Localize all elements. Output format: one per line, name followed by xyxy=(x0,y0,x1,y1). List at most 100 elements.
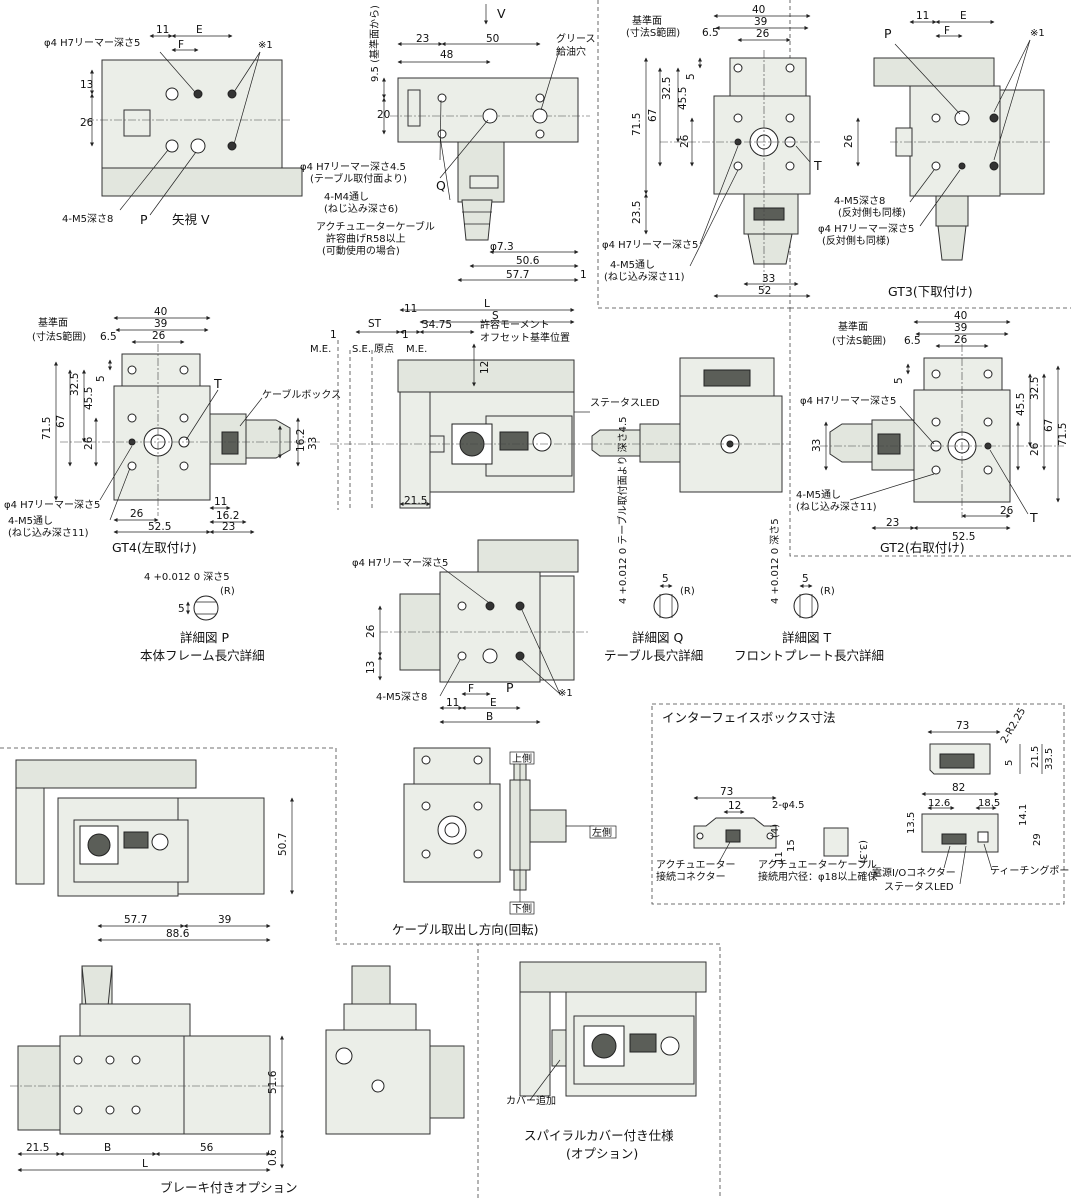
ib-conn2: 接続コネクター xyxy=(656,870,726,883)
gt2-d32_5: 32.5 xyxy=(1029,377,1041,400)
gt3-m5: 4-M5通し xyxy=(610,259,655,271)
gt2-d6_5: 6.5 xyxy=(904,335,921,347)
sp-cover: カバー追加 xyxy=(506,1094,556,1107)
gt3-d39: 39 xyxy=(754,16,767,28)
detail-t-sub: フロントプレート長穴詳細 xyxy=(734,648,884,663)
side-view-right: 11 E F P ※1 26 4-M5深さ8 (反対側も同様) φ4 H7リーマ… xyxy=(818,10,1050,261)
top-d7_3: φ7.3 xyxy=(490,241,514,253)
front-s: S xyxy=(492,310,499,322)
detail-t-tol: 4 +0.012 0 深さ5 xyxy=(769,518,781,604)
top-grease: グリース xyxy=(556,32,596,45)
gt3-d32_5: 32.5 xyxy=(661,77,673,100)
br-b: B xyxy=(104,1142,111,1154)
br-d39: 39 xyxy=(218,914,231,926)
gt3-d45_5: 45.5 xyxy=(677,87,689,110)
ib-d11: 11 xyxy=(774,851,785,864)
gt2-d52_5: 52.5 xyxy=(952,531,975,543)
gt2-ref1: 基準面 xyxy=(838,320,868,333)
bottom-d26: 26 xyxy=(365,624,377,638)
ib-hole1: アクチュエーターケーブル xyxy=(758,858,877,871)
gt3-ref2: (寸法S範囲) xyxy=(626,26,680,39)
cd-left: 左側 xyxy=(592,826,612,839)
gt2-d40: 40 xyxy=(954,310,967,322)
gt2-d39: 39 xyxy=(954,322,967,334)
detail-p: 4 +0.012 0 深さ5 5 (R) 詳細図 P 本体フレーム長穴詳細 xyxy=(140,571,265,663)
gt2-d26c: 26 xyxy=(1000,505,1014,517)
top-d50_6: 50.6 xyxy=(516,255,540,267)
top-view: V 23 50 48 20 9.5 (基準面から) グリース 給油穴 φ4 H7… xyxy=(300,4,596,283)
cd-down: 下側 xyxy=(512,902,532,915)
v-reamer-callout: φ4 H7リーマー深さ5 xyxy=(44,37,140,49)
gt2-d33: 33 xyxy=(811,439,823,452)
ib-d13_5: 13.5 xyxy=(906,812,917,834)
gt2-ref2: (寸法S範囲) xyxy=(832,334,886,347)
detail-q-tol: 4 +0.012 0 テーブル取付面より 深さ4.5 xyxy=(616,416,629,604)
bottom-note1: ※1 xyxy=(558,688,573,699)
detail-t-d5: 5 xyxy=(802,573,809,585)
ib-d15: 15 xyxy=(786,839,797,852)
bottom-reamer: φ4 H7リーマー深さ5 xyxy=(352,557,448,569)
gt3-d40: 40 xyxy=(752,4,765,16)
gt4-d67: 67 xyxy=(55,415,67,428)
side-p: P xyxy=(884,26,892,41)
top-cable2: 許容曲げR58以上 xyxy=(326,232,406,245)
side-d26: 26 xyxy=(843,134,855,148)
ib-d14_1: 14.1 xyxy=(1018,804,1029,826)
detail-p-d5: 5 xyxy=(178,603,185,615)
gt3-d6_5: 6.5 xyxy=(702,27,719,39)
sp-caption1: スパイラルカバー付き仕様 xyxy=(524,1128,674,1143)
top-cable3: (可動使用の場合) xyxy=(322,244,400,257)
br-d0_6: 0.6 xyxy=(267,1149,279,1166)
cable-direction-view: 上側 左側 下側 ケーブル取出し方向(回転) xyxy=(392,747,617,937)
brake-option: 57.7 39 88.6 51.6 0.6 21.5 B 56 L ブレーキ付き… xyxy=(10,914,298,1195)
gt4-d26c: 26 xyxy=(130,508,144,520)
bottom-f: F xyxy=(468,683,474,695)
detail-t: 4 +0.012 0 深さ5 5 (R) 詳細図 T フロントプレート長穴詳細 xyxy=(734,518,884,663)
gt2-m5-2: (ねじ込み深さ11) xyxy=(796,501,877,513)
detail-q: 4 +0.012 0 テーブル取付面より 深さ4.5 5 (R) 詳細図 Q テ… xyxy=(604,416,703,663)
top-q: Q xyxy=(436,178,446,193)
ib-title: インターフェイスボックス寸法 xyxy=(662,710,836,725)
side-m5-2: (反対側も同様) xyxy=(838,206,906,219)
v-m5-callout: 4-M5深さ8 xyxy=(62,213,113,225)
v-p: P xyxy=(140,212,148,227)
gt2-m5: 4-M5通し xyxy=(796,489,841,501)
detail-q-sub: テーブル長穴詳細 xyxy=(604,648,703,663)
ib-d33_5: 33.5 xyxy=(1044,748,1055,770)
ib-d18_5: 18.5 xyxy=(978,798,1000,809)
detail-p-sub: 本体フレーム長穴詳細 xyxy=(140,648,265,663)
front-st: ST xyxy=(368,318,382,330)
view-v: 11 E F 13 26 φ4 H7リーマー深さ5 ※1 4-M5深さ8 P 矢… xyxy=(44,24,303,227)
br-l: L xyxy=(142,1158,148,1170)
gt4-ref2: (寸法S範囲) xyxy=(32,330,86,343)
gt3-d52: 52 xyxy=(758,285,771,297)
gt4-reamer: φ4 H7リーマー深さ5 xyxy=(4,499,100,511)
top-reamer: φ4 H7リーマー深さ4.5 xyxy=(300,161,406,173)
brake-rear-view xyxy=(325,965,465,1135)
top-d48: 48 xyxy=(440,49,453,61)
detail-t-title: 詳細図 T xyxy=(782,630,831,645)
bottom-d13: 13 xyxy=(365,661,377,674)
detail-p-title: 詳細図 P xyxy=(180,630,229,645)
br-d51_6: 51.6 xyxy=(267,1070,279,1094)
ib-d12: 12 xyxy=(728,800,741,812)
gt4-d52_5: 52.5 xyxy=(148,521,171,533)
top-m4-2: (ねじ込み深さ6) xyxy=(324,203,398,215)
top-d20: 20 xyxy=(377,109,390,121)
front-view: L S ST 11 34.75 1 1 12 許容モーメント オフセット基準位置… xyxy=(310,298,660,510)
side-e: E xyxy=(960,10,967,22)
gt4-d45_5: 45.5 xyxy=(83,387,95,410)
front-origin: 原点 xyxy=(374,343,394,355)
front-moment1: 許容モーメント xyxy=(480,318,550,331)
br-d56: 56 xyxy=(200,1142,214,1154)
top-d50: 50 xyxy=(486,33,499,45)
gt4-d40: 40 xyxy=(154,306,167,318)
gt2-d23: 23 xyxy=(886,517,899,529)
top-arrow-v: V xyxy=(497,6,506,21)
gt3-m5-2: (ねじ込み深さ11) xyxy=(604,271,685,283)
gt2-view: 基準面 (寸法S範囲) 40 39 26 6.5 5 32.5 45.5 71.… xyxy=(796,310,1069,555)
front-status-led: ステータスLED xyxy=(590,397,660,409)
gt4-m5: 4-M5通し xyxy=(8,515,53,527)
